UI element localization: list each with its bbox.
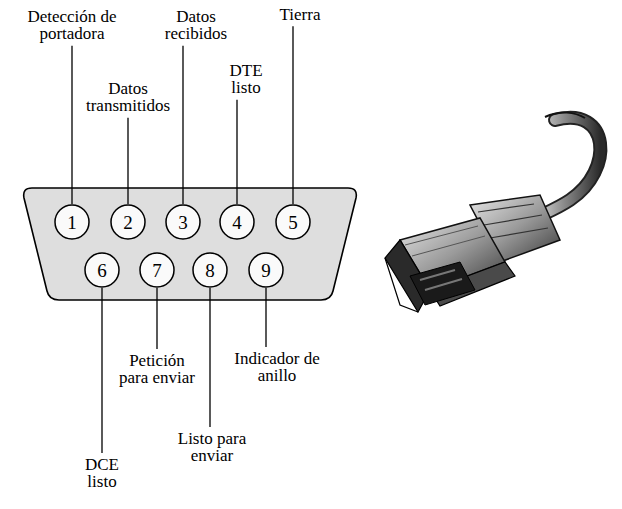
pin-circle: 8	[192, 252, 228, 288]
leader-line	[265, 288, 266, 347]
signal-name: Datos recibidos	[157, 8, 235, 43]
pin-number: 5	[288, 213, 298, 232]
signal-name: Tierra	[270, 6, 330, 23]
leader-line	[101, 288, 102, 453]
pin-number: 6	[97, 261, 107, 280]
pin-circle: 2	[110, 204, 146, 240]
leader-line	[236, 100, 237, 204]
plug-illustration	[385, 113, 600, 312]
pin-number: 7	[152, 261, 162, 280]
pin-circle: 4	[219, 204, 255, 240]
pin-circle: 5	[275, 204, 311, 240]
pin-circle: 3	[165, 204, 201, 240]
connector-housing	[24, 188, 357, 300]
signal-name: Datos transmitidos	[80, 80, 176, 115]
leader-line	[182, 46, 183, 204]
leader-line	[209, 288, 210, 427]
signal-name: DCE listo	[77, 456, 127, 491]
leader-line	[71, 46, 72, 204]
signal-name: Detección de portadora	[22, 8, 122, 43]
signal-name: DTE listo	[221, 62, 271, 97]
signal-name: Listo para enviar	[172, 430, 252, 465]
pin-number: 8	[205, 261, 215, 280]
leader-line	[292, 26, 293, 204]
pin-number: 4	[232, 213, 242, 232]
pin-number: 2	[123, 213, 133, 232]
pin-number: 1	[67, 213, 77, 232]
signal-name: Indicador de anillo	[234, 350, 320, 385]
signal-name: Petición para enviar	[114, 352, 200, 387]
pin-number: 9	[261, 261, 271, 280]
pin-circle: 9	[248, 252, 284, 288]
pin-circle: 6	[84, 252, 120, 288]
pin-circle: 7	[139, 252, 175, 288]
leader-line	[156, 288, 157, 349]
leader-line	[127, 118, 128, 204]
pin-number: 3	[178, 213, 188, 232]
pin-circle: 1	[54, 204, 90, 240]
